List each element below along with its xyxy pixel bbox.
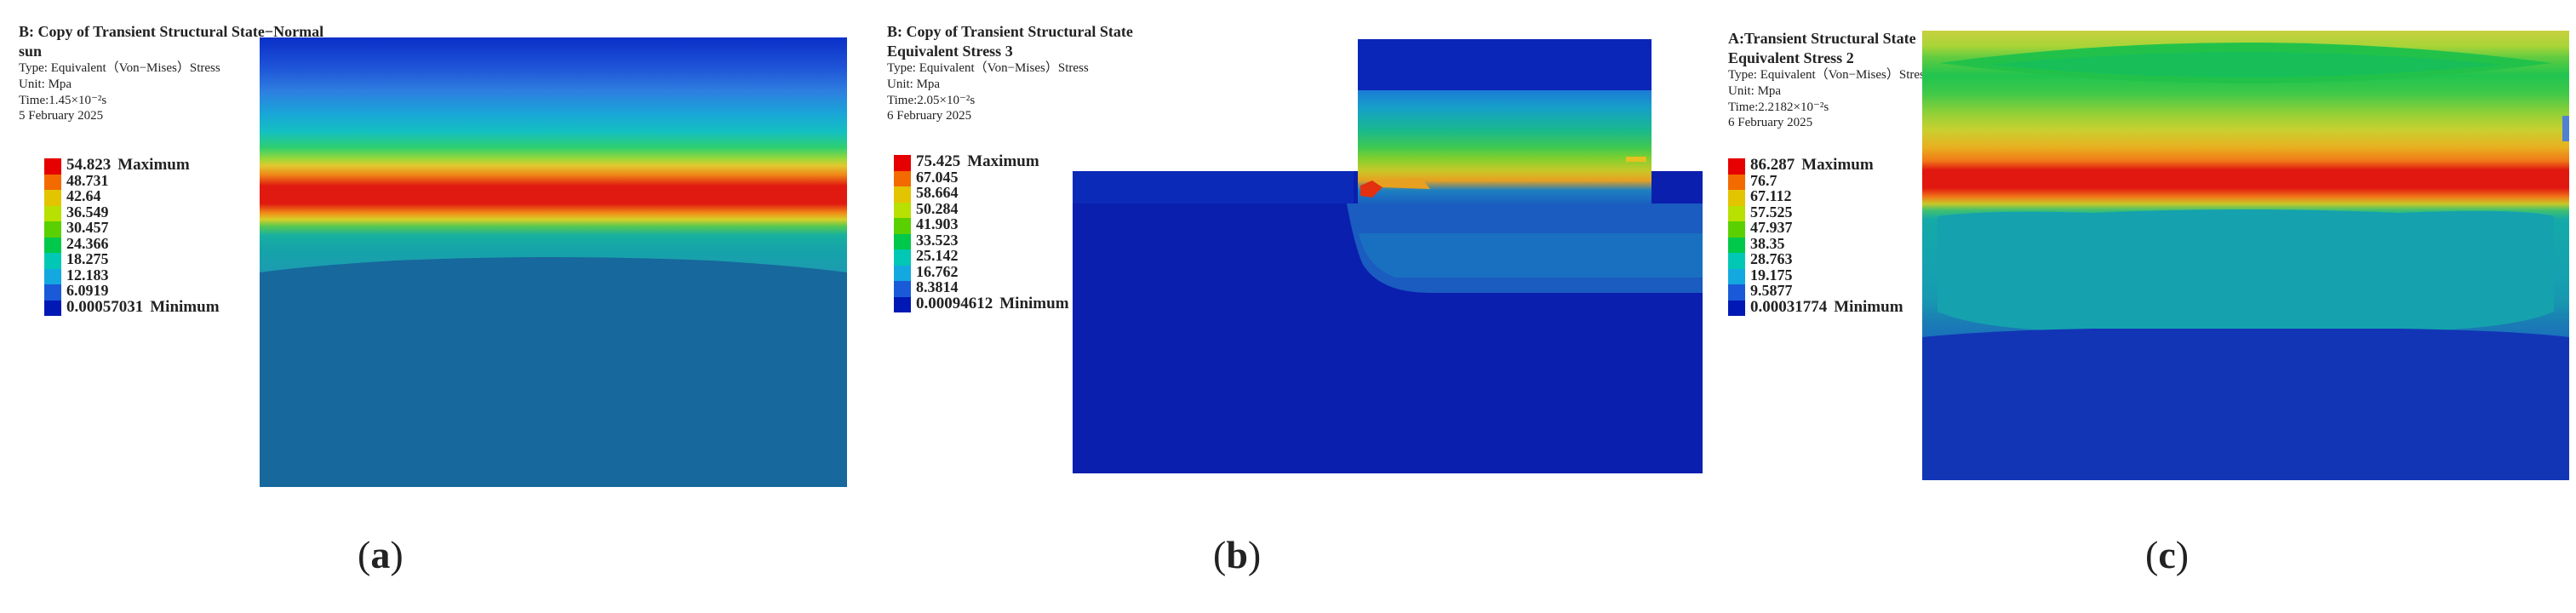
legend-value: 0.00031774 [1750, 297, 1828, 316]
legend-value: 19.175 [1750, 266, 1793, 284]
caption-letter: a [370, 533, 391, 576]
legend-value: 6.0919 [66, 282, 109, 299]
panel-a-time: Time:1.45×10⁻²s [19, 93, 107, 107]
panel-a-title-1: B: Copy of Transient Structural State−No… [19, 23, 324, 40]
stress-contour-b [1073, 39, 1703, 473]
legend-value: 67.112 [1750, 187, 1792, 204]
legend-swatch [894, 233, 911, 249]
legend-swatch [1728, 205, 1745, 221]
caption-letter: c [2158, 533, 2176, 576]
legend-swatch [44, 205, 61, 221]
legend-value: 86.287 [1750, 156, 1795, 174]
legend-value: 67.045 [916, 168, 959, 186]
panel-b-unit: Unit: Mpa [887, 77, 941, 91]
legend-value: 30.457 [66, 219, 109, 236]
legend-value: 33.523 [916, 231, 959, 249]
panel-b-title-2: Equivalent Stress 3 [887, 42, 1013, 60]
caption-a: (a) [358, 533, 404, 576]
min-label: Minimum [1834, 297, 1903, 316]
legend-swatch [44, 268, 61, 284]
legend-swatch [894, 170, 911, 186]
panel-b-time: Time:2.05×10⁻²s [887, 93, 976, 107]
legend-value: 48.731 [66, 171, 109, 189]
panel-c-title-1: A:Transient Structural State [1728, 30, 1916, 47]
legend-value: 36.549 [66, 203, 109, 221]
caption-c: (c) [2145, 533, 2190, 576]
legend-value: 18.275 [66, 250, 109, 267]
panel-a-unit: Unit: Mpa [19, 77, 72, 91]
legend-value: 0.00094612 [916, 294, 993, 312]
legend-swatch [894, 186, 911, 203]
legend-value: 42.64 [66, 187, 101, 204]
legend-swatch [1728, 284, 1745, 301]
legend-swatch [44, 237, 61, 253]
legend-value: 75.425 [916, 152, 961, 170]
legend-value: 0.00057031 [66, 297, 144, 316]
legend-value: 8.3814 [916, 278, 959, 295]
legend-value: 58.664 [916, 184, 959, 201]
legend-swatch [894, 265, 911, 281]
panel-a-title-2: sun [19, 42, 43, 60]
legend-swatch [1728, 253, 1745, 269]
info-block-a: B: Copy of Transient Structural State−No… [19, 22, 323, 124]
panel-c-time: Time:2.2182×10⁻²s [1728, 100, 1829, 114]
stress-contour-a [260, 37, 847, 487]
legend-value: 54.823 [66, 156, 112, 174]
panel-c-title-2: Equivalent Stress 2 [1728, 49, 1854, 66]
legend-swatch [894, 155, 911, 171]
legend-value: 9.5877 [1750, 282, 1793, 299]
legend-swatch [1728, 221, 1745, 238]
panel-c: A:Transient Structural State Equivalent … [1728, 0, 2576, 613]
legend-swatch [1728, 237, 1745, 253]
legend-value: 28.763 [1750, 250, 1793, 267]
legend-swatch [894, 218, 911, 234]
legend-value: 16.762 [916, 262, 959, 280]
max-label: Maximum [967, 152, 1039, 170]
legend-swatch [1728, 268, 1745, 284]
legend-value: 25.142 [916, 247, 959, 264]
legend-swatch [894, 249, 911, 266]
legend-value: 57.525 [1750, 203, 1793, 221]
legend-value: 50.284 [916, 199, 959, 217]
min-label: Minimum [999, 294, 1069, 312]
info-block-c: A:Transient Structural State Equivalent … [1728, 29, 1930, 131]
legend-value: 12.183 [66, 266, 109, 284]
legend-value: 41.903 [916, 215, 959, 232]
stress-contour-c [1922, 31, 2569, 480]
legend-value: 47.937 [1750, 219, 1793, 236]
panel-a-date: 5 February 2025 [19, 109, 104, 123]
info-block-b: B: Copy of Transient Structural State Eq… [887, 22, 1133, 124]
legend-swatch [44, 174, 61, 190]
legend-value: 38.35 [1750, 234, 1785, 252]
legend-swatch [1728, 174, 1745, 190]
max-label: Maximum [1801, 156, 1874, 174]
panel-b-title-1: B: Copy of Transient Structural State [887, 23, 1133, 40]
legend-swatch [44, 158, 61, 175]
panel-c-unit: Unit: Mpa [1728, 83, 1782, 98]
caption-letter: b [1226, 533, 1248, 576]
legend-value: 76.7 [1750, 171, 1777, 189]
panel-b-type: Type: Equivalent（Von−Mises）Stress [887, 61, 1089, 75]
legend-swatch [1728, 158, 1745, 175]
legend-swatch [894, 281, 911, 297]
panel-c-date: 6 February 2025 [1728, 116, 1813, 130]
legend-swatch [44, 284, 61, 301]
legend-swatch [44, 190, 61, 206]
legend-swatch [1728, 190, 1745, 206]
legend-value: 24.366 [66, 234, 109, 252]
legend-swatch [44, 253, 61, 269]
panel-b-date: 6 February 2025 [887, 109, 972, 123]
legend-swatch [44, 221, 61, 238]
min-label: Minimum [150, 297, 220, 316]
legend-swatch [894, 202, 911, 218]
panel-a-type: Type: Equivalent（Von−Mises）Stress [19, 61, 220, 75]
legend-swatch [1728, 300, 1745, 316]
panel-a: B: Copy of Transient Structural State−No… [0, 0, 860, 613]
panel-c-type: Type: Equivalent（Von−Mises）Stress [1728, 68, 1930, 82]
legend-swatch [44, 300, 61, 316]
caption-b: (b) [1213, 533, 1262, 576]
panel-b: B: Copy of Transient Structural State Eq… [877, 0, 1720, 613]
legend-swatch [894, 296, 911, 312]
max-label: Maximum [117, 156, 190, 174]
